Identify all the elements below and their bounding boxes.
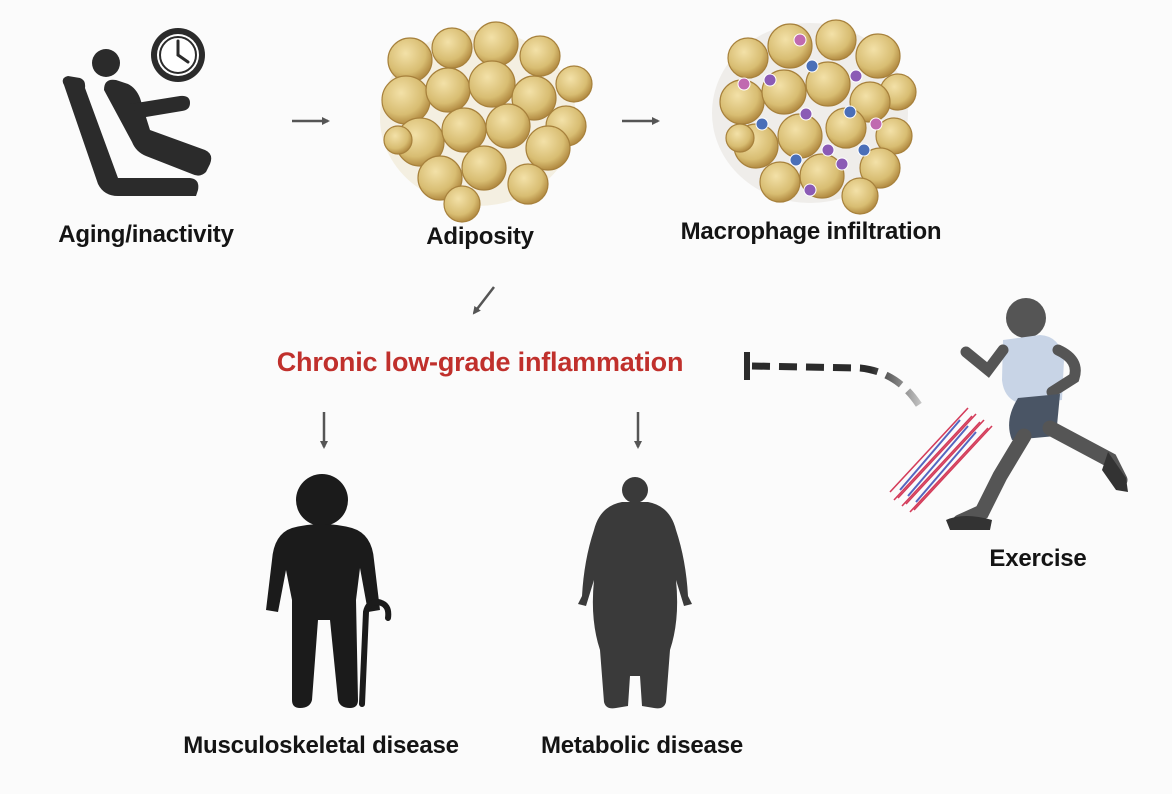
fat-cell xyxy=(777,113,823,159)
fat-cell xyxy=(855,33,901,79)
fat-cell xyxy=(507,163,549,205)
immune-cell xyxy=(849,69,863,83)
label-macrophage-infiltration: Macrophage infiltration xyxy=(680,218,942,245)
fat-cell xyxy=(468,60,516,108)
fat-cell xyxy=(805,61,851,107)
fat-cell xyxy=(387,37,433,83)
fat-cell xyxy=(441,107,487,153)
fat-cell xyxy=(525,125,571,171)
immune-cell xyxy=(843,105,857,119)
fat-cell xyxy=(859,147,901,189)
label-aging-inactivity: Aging/inactivity xyxy=(58,221,234,248)
arrow-to-inflammation xyxy=(472,286,495,315)
label-musculoskeletal-disease: Musculoskeletal disease xyxy=(183,732,459,759)
fat-cell xyxy=(759,161,801,203)
label-metabolic-disease: Metabolic disease xyxy=(540,732,744,759)
fat-cell xyxy=(425,67,471,113)
fat-cell xyxy=(815,19,857,61)
fat-cell xyxy=(473,21,519,67)
immune-cell xyxy=(857,143,871,157)
fat-cell xyxy=(727,37,769,79)
label-adiposity: Adiposity xyxy=(426,223,534,250)
fat-cell xyxy=(485,103,531,149)
immune-cell xyxy=(789,153,803,167)
adipose-tissue-cluster-icon xyxy=(380,21,593,223)
immune-cell xyxy=(803,183,817,197)
immune-cell xyxy=(805,59,819,73)
label-chronic-inflammation: Chronic low-grade inflammation xyxy=(276,347,684,377)
obese-person-icon xyxy=(578,477,692,709)
fat-cell xyxy=(443,185,481,223)
label-exercise: Exercise xyxy=(989,545,1087,572)
fat-cell xyxy=(841,177,879,215)
fat-cell xyxy=(725,123,755,153)
fat-cell xyxy=(381,75,431,125)
immune-cell xyxy=(869,117,883,131)
seated-person-with-clock-icon xyxy=(62,28,212,196)
immune-cell xyxy=(821,143,835,157)
adipose-tissue-with-macrophages-icon xyxy=(712,19,917,215)
fat-cell xyxy=(431,27,473,69)
immune-cell xyxy=(793,33,807,47)
immune-cell xyxy=(763,73,777,87)
fat-cell xyxy=(519,35,561,77)
fat-cell xyxy=(767,23,813,69)
immune-cell xyxy=(835,157,849,171)
immune-cell xyxy=(737,77,751,91)
fat-cell xyxy=(555,65,593,103)
fat-cell xyxy=(417,155,463,201)
fat-cell xyxy=(383,125,413,155)
immune-cell xyxy=(799,107,813,121)
runner-with-muscle-fibers-icon xyxy=(889,298,1128,530)
fat-cell xyxy=(511,75,557,121)
elderly-person-with-cane-icon xyxy=(266,474,392,708)
fat-cell xyxy=(461,145,507,191)
inhibition-arrow xyxy=(744,352,926,412)
immune-cell xyxy=(755,117,769,131)
